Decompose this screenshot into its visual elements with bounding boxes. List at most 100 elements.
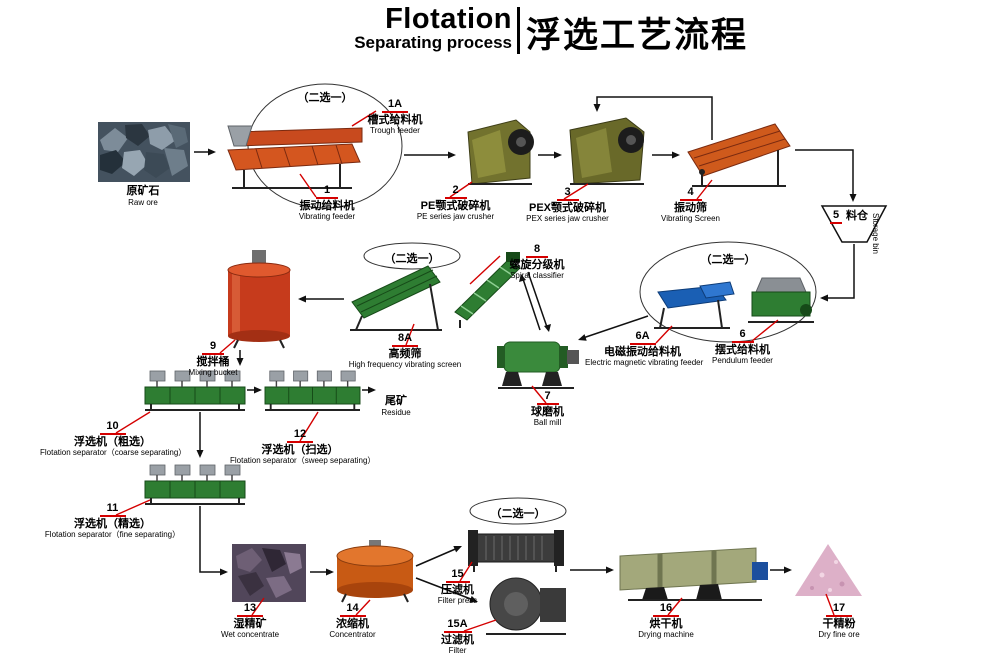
label-zh: 过滤机 [441, 633, 474, 646]
wet-concentrate-image [232, 544, 306, 602]
label-vibrating-screen: 4 振动筛 Vibrating Screen [648, 186, 733, 224]
label-en: Filter [448, 646, 467, 656]
label-callout-underline [526, 255, 548, 258]
recirculation-line [596, 96, 713, 140]
label-flotation-coarse: 10 浮选机（粗选） Flotation separator（coarse se… [40, 420, 187, 458]
filter-press-image [468, 530, 564, 572]
label-wet-concentrate: 13 湿精矿 Wet concentrate [215, 602, 285, 640]
label-zh: 球磨机 [531, 405, 564, 418]
label-callout-underline [536, 402, 559, 405]
label-number: 1 [323, 184, 331, 196]
label-high-freq-screen: 8A 高频筛 High frequency vibrating screen [345, 332, 465, 370]
label-flotation-fine: 11 浮选机（精选） Flotation separator（fine sepa… [40, 502, 185, 540]
vibrating-screen-image [687, 123, 791, 187]
label-dry-fine-ore: 17 干精粉 Dry fine ore [805, 602, 873, 640]
label-number: 8 [533, 243, 541, 255]
label-zh: 干精粉 [822, 617, 856, 630]
flow-arrowheads [196, 104, 857, 603]
label-callout-underline [99, 514, 126, 517]
label-mixing-bucket: 9 搅拌桶 Mixing bucket [180, 340, 246, 378]
label-callout-underline [444, 196, 467, 199]
label-en: Mixing bucket [188, 368, 238, 378]
label-number: 6A [635, 330, 650, 342]
dryer-image [619, 547, 768, 601]
choice-one-of-two-label: （二选一） [297, 92, 353, 104]
label-callout-underline [731, 340, 754, 343]
label-zh: 料仓 [846, 210, 868, 222]
spiral-classifier-image [454, 252, 521, 328]
storage-bin-shape [820, 205, 888, 243]
label-zh: 浓缩机 [336, 617, 369, 630]
label-number: 15A [447, 618, 468, 630]
label-zh: 摆式给料机 [715, 343, 770, 356]
label-en: Concentrator [329, 630, 376, 640]
label-pendulum-feeder: 6 摆式给料机 Pendulum feeder [700, 328, 785, 366]
label-zh: 螺旋分级机 [509, 258, 565, 271]
label-number: 4 [687, 186, 694, 198]
label-en: Filter press [437, 596, 478, 606]
label-pe-jaw-crusher: 2 PE颚式破碎机 PE series jaw crusher [408, 184, 503, 222]
label-en: Ball mill [533, 418, 562, 428]
label-zh: 振动筛 [674, 201, 707, 214]
label-en: High frequency vibrating screen [348, 360, 462, 370]
label-number: 9 [209, 340, 217, 352]
label-callout-underline [392, 344, 418, 347]
label-callout-underline [445, 580, 470, 583]
pendulum-feeder-image [748, 277, 814, 323]
label-callout-underline [316, 196, 338, 199]
label-en: Wet concentrate [220, 630, 280, 640]
label-zh: 振动给料机 [299, 199, 355, 212]
label-zh: 浮选机（粗选） [74, 435, 151, 448]
label-en: Drying machine [638, 630, 694, 640]
label-number: 15 [451, 568, 464, 580]
label-zh: 槽式给料机 [367, 113, 423, 126]
label-callout-underline [653, 614, 679, 617]
label-en: PE series jaw crusher [416, 212, 495, 222]
flotation-sweep-image [264, 370, 361, 411]
label-number: 13 [243, 602, 257, 614]
title-chinese: 浮选工艺流程 [526, 16, 749, 55]
label-zh: 压滤机 [441, 583, 474, 596]
label-zh: PE颚式破碎机 [420, 199, 491, 212]
label-vibrating-feeder: 1 振动给料机 Vibrating feeder [287, 184, 367, 222]
label-number: 2 [452, 184, 459, 196]
label-en: Pendulum feeder [712, 356, 773, 366]
mixing-bucket-image [227, 250, 291, 349]
label-concentrator: 14 浓缩机 Concentrator [315, 602, 390, 640]
title-english-main: Flotation [385, 3, 512, 35]
label-dryer: 16 烘干机 Drying machine [630, 602, 702, 640]
label-zh: PEX颚式破碎机 [528, 201, 606, 214]
label-en: Flotation separator（sweep separating） [230, 456, 376, 466]
label-zh: 浮选机（精选） [74, 517, 151, 530]
label-en: Dry fine ore [818, 630, 860, 640]
pe-jaw-crusher-image [467, 119, 534, 185]
label-en: Vibrating Screen [661, 214, 720, 224]
label-filter: 15A 过滤机 Filter [425, 618, 490, 656]
label-en: Electric magnetic vibrating feeder [585, 358, 704, 368]
label-callout-underline [382, 110, 408, 113]
label-spiral-classifier: 8 螺旋分级机 Spiral classifier [492, 243, 582, 281]
choice-ellipse-classifier [363, 242, 461, 270]
label-callout-underline [287, 440, 313, 443]
dry-fine-ore-image [795, 544, 862, 596]
high-frequency-screen-image [350, 265, 442, 331]
label-en: Raw ore [128, 197, 158, 207]
choice-one-of-two-label: （二选一） [490, 508, 546, 520]
label-en: Trough feeder [370, 126, 420, 136]
label-callout-underline [237, 614, 263, 617]
vibrating-feeder-image [227, 143, 361, 189]
label-zh: 尾矿 [385, 395, 407, 407]
label-en: Spiral classifier [510, 271, 564, 281]
flotation-fine-image [144, 464, 246, 505]
label-trough-feeder: 1A 槽式给料机 Trough feeder [355, 98, 435, 136]
label-zh: 原矿石 [126, 185, 160, 197]
label-en: Residue [381, 407, 411, 417]
label-filter-press: 15 压滤机 Filter press [425, 568, 490, 606]
label-en: Vibrating feeder [298, 212, 356, 222]
choice-one-of-two-label: （二选一） [384, 253, 440, 265]
em-vibrating-feeder-image [654, 281, 735, 329]
label-callout-underline [556, 198, 579, 201]
label-en: Flotation separator（coarse separating） [40, 448, 187, 458]
